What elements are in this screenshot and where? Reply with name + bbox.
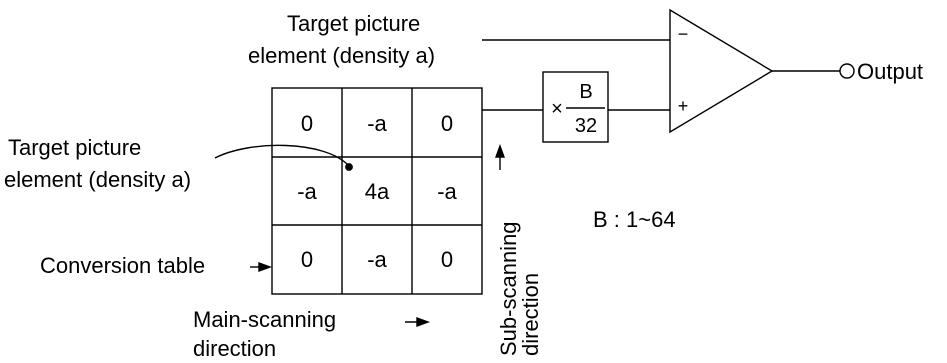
cell-r0-c0: 0 (301, 111, 313, 136)
conversion-table-label: Conversion table (40, 253, 205, 278)
target-leader-curve (214, 144, 350, 167)
output-terminal (839, 63, 855, 79)
main-scanning-label-line1: Main-scanning (193, 307, 336, 332)
cell-r0-c1: -a (367, 111, 387, 136)
b-range-label: B : 1~64 (593, 207, 676, 232)
sub-scan-arrow-head (495, 143, 505, 158)
cell-r1-c0: -a (297, 179, 317, 204)
comparator-plus-sign: + (678, 96, 689, 116)
multiplier-numerator: B (579, 81, 592, 103)
conversion-arrow-head (258, 262, 273, 272)
cell-r2-c0: 0 (301, 247, 313, 272)
main-scan-arrow-head (416, 317, 431, 327)
sub-scanning-label: Sub-scanning direction (496, 221, 543, 356)
comparator-minus-sign: − (678, 24, 689, 44)
multiplier-box (542, 71, 609, 143)
table-cells: 0 -a 0 -a 4a -a 0 -a 0 (297, 111, 457, 272)
cell-r2-c2: 0 (441, 247, 453, 272)
left-target-label-line1: Target picture (8, 135, 141, 160)
cell-r1-c2: -a (437, 179, 457, 204)
conversion-table-grid (271, 87, 483, 295)
comparator-triangle (669, 8, 774, 134)
main-scanning-label-line2: direction (193, 336, 276, 361)
table-border (271, 87, 483, 295)
cell-r2-c1: -a (367, 247, 387, 272)
top-target-label-line1: Target picture (287, 11, 420, 36)
top-target-label-line2: element (density a) (248, 43, 435, 68)
sub-scanning-label-line1: Sub-scanning (496, 221, 521, 356)
cell-r0-c2: 0 (441, 111, 453, 136)
multiplier-times-sign: × (551, 98, 563, 120)
multiplier-denominator: 32 (575, 115, 597, 137)
cell-r1-c1: 4a (365, 179, 390, 204)
target-dot (345, 163, 353, 171)
output-label: Output (857, 59, 923, 84)
left-target-label-line2: element (density a) (4, 167, 191, 192)
sub-scanning-label-line2: direction (518, 273, 543, 356)
